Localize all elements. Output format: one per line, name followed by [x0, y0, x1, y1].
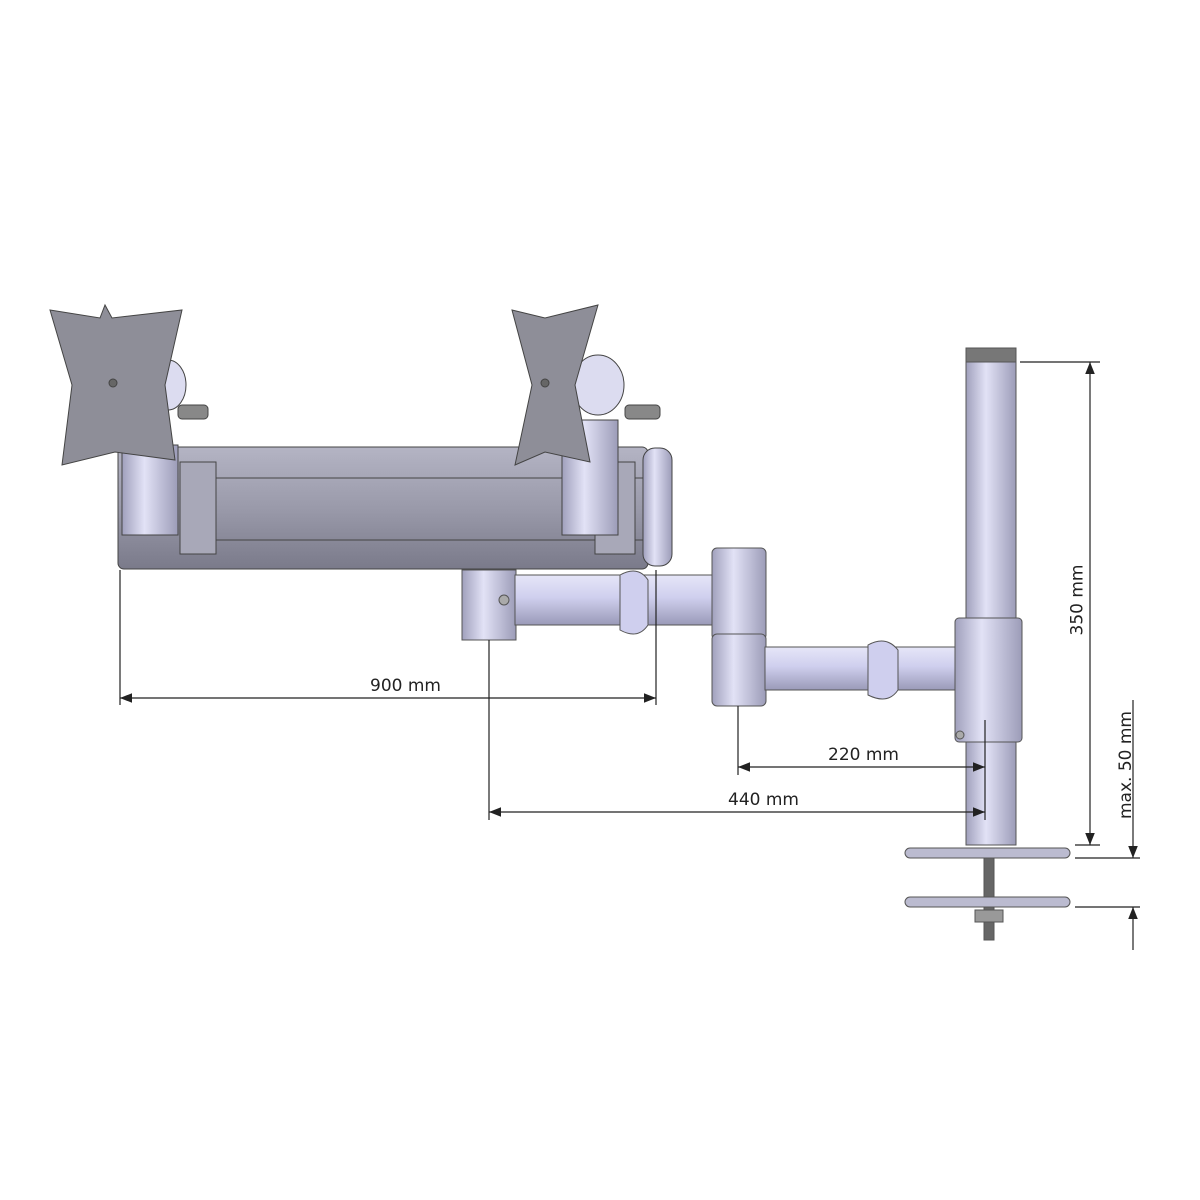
- arm-segment-2: [764, 640, 973, 700]
- dimension-220: 220 mm: [828, 745, 899, 765]
- right-vesa-head: [511, 304, 661, 536]
- dimension-440: 440 mm: [728, 790, 799, 810]
- desk-clamp: [904, 847, 1071, 941]
- dimension-350: 350 mm: [1067, 564, 1088, 636]
- dimension-900: 900 mm: [370, 676, 441, 696]
- elbow-joint: [711, 547, 767, 707]
- arm-segment-1: [461, 569, 733, 641]
- pole: [954, 347, 1023, 846]
- dimension-desk-thickness: max. 50 mm: [1116, 710, 1137, 820]
- left-vesa-head: [49, 303, 209, 536]
- dimension-lines: [119, 361, 1140, 950]
